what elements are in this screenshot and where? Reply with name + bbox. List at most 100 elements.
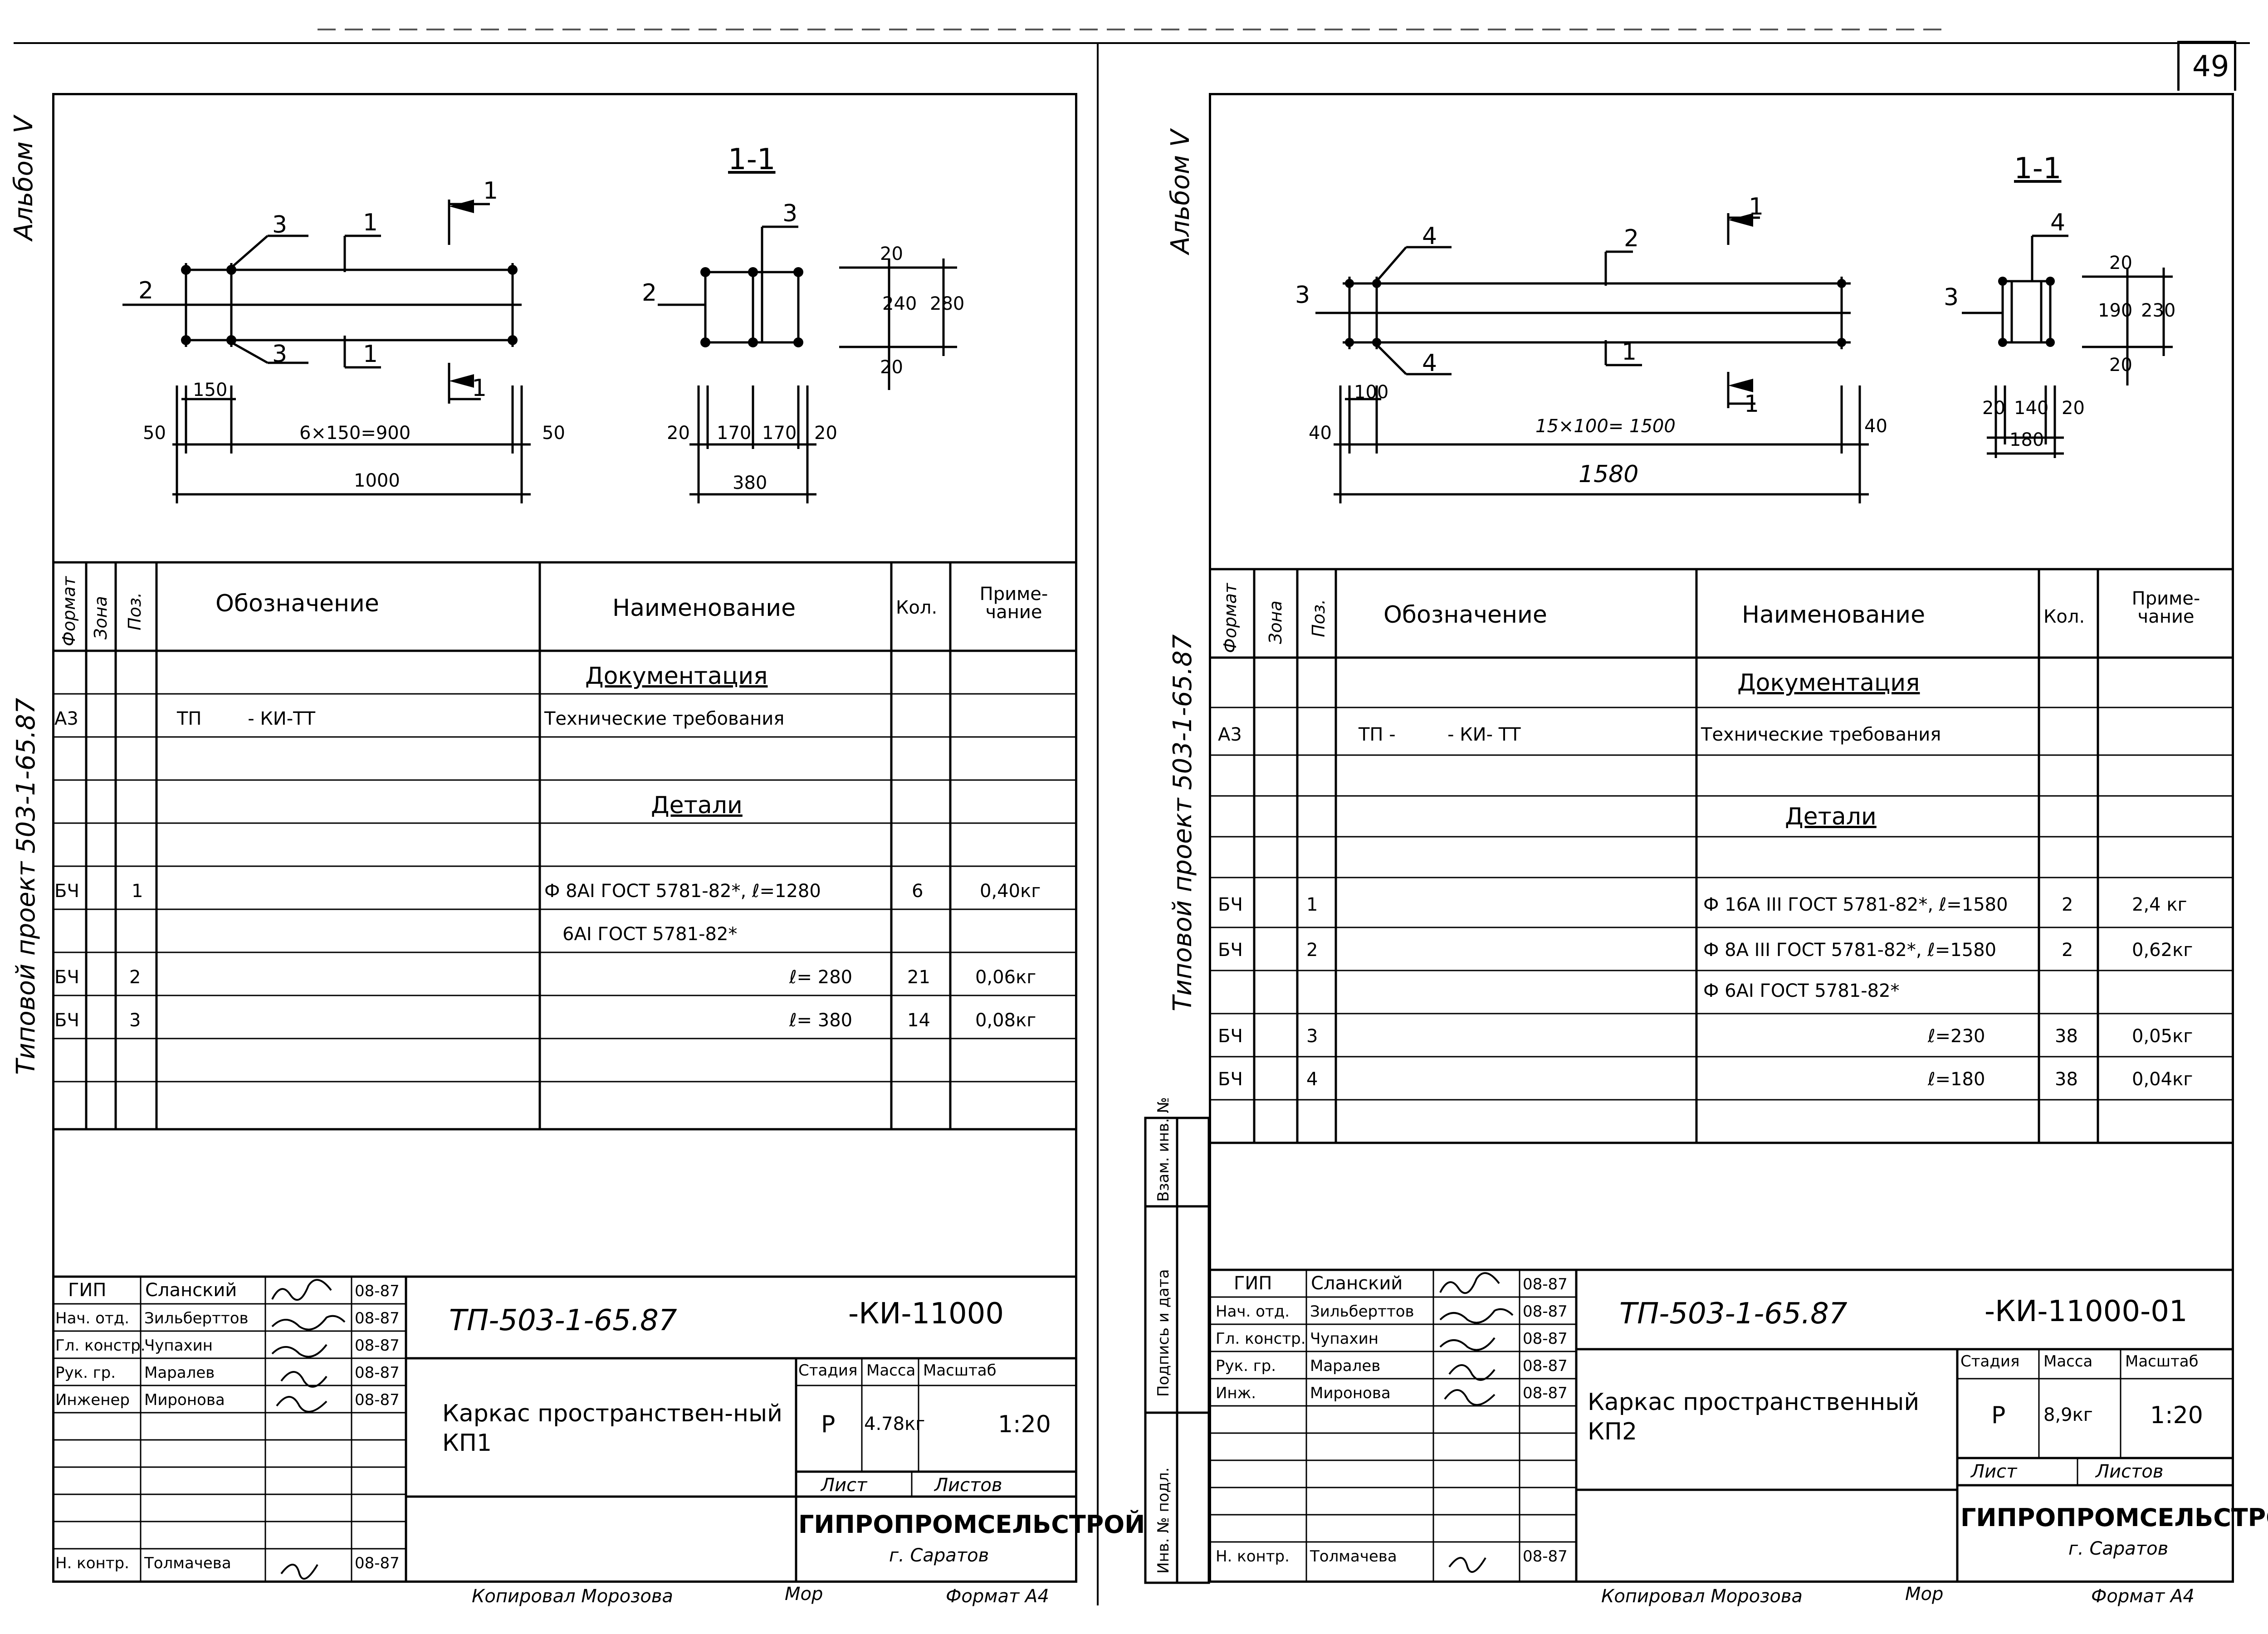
right-sec-dim-20a: 20 (2109, 253, 2132, 273)
right-sec-dim-b20b: 20 (2062, 398, 2085, 419)
left-row0-name: Документация (585, 663, 768, 690)
right-footer-copied: Копировал Морозова (1601, 1586, 1803, 1607)
left-section-pos3: 3 (782, 200, 798, 227)
left-stamp-date-2: 08-87 (355, 1336, 400, 1355)
left-stamp-date-8: 08-87 (355, 1554, 400, 1572)
left-sec-dim-b20a: 20 (667, 423, 690, 444)
right-stamp-mass: 8,9кг (2043, 1405, 2093, 1425)
left-stamp-city: г. Саратов (889, 1545, 989, 1566)
right-row4-note: 2,4 кг (2132, 894, 2187, 915)
left-stamp-mass-h: Масса (866, 1361, 916, 1380)
left-spec-header-qty: Кол. (896, 597, 938, 618)
right-spec-header-name: Наименование (1742, 601, 1926, 629)
top-cut-line (14, 29, 2250, 1605)
left-dim-50b: 50 (542, 423, 565, 444)
right-stamp-name-1: Зильберттов (1310, 1302, 1414, 1321)
left-dim-50a: 50 (143, 423, 166, 444)
left-section-pos2: 2 (642, 279, 657, 307)
right-stamp-stage: Р (1991, 1402, 2006, 1429)
right-spec-header-note: Приме-чание (2131, 588, 2200, 627)
right-sec-dim-b20a: 20 (1982, 398, 2005, 419)
left-stamp-date-1: 08-87 (355, 1309, 400, 1327)
right-row7-pos: 3 (1306, 1026, 1318, 1047)
right-plan-pos4a: 4 (1422, 223, 1437, 250)
right-stamp-name-3: Маралев (1310, 1357, 1381, 1375)
right-stamp-date-8: 08-87 (1523, 1547, 1568, 1566)
right-side-stamp (1144, 1117, 1210, 1584)
left-row4-format: БЧ (54, 881, 79, 902)
left-plan-drawing (122, 200, 531, 503)
right-cut-mark-b: 1 (1744, 390, 1760, 418)
right-stamp-date-4: 08-87 (1523, 1384, 1568, 1402)
right-stamp-name-0: Сланский (1311, 1273, 1403, 1294)
left-sec-dim-b380: 380 (733, 473, 767, 493)
right-stamp-doc-suffix: -КИ-11000-01 (1984, 1295, 2188, 1328)
left-spec-grid (52, 561, 1077, 1131)
right-plan-drawing (1315, 213, 1869, 503)
left-stamp-title: Каркас пространствен-ный КП1 (442, 1400, 782, 1457)
right-stamp-scale: 1:20 (2150, 1402, 2203, 1429)
left-sec-dim-b20b: 20 (814, 423, 837, 444)
right-row7-qty: 38 (2055, 1026, 2078, 1047)
left-stamp-grid (52, 1275, 1077, 1583)
right-row1-format: А3 (1218, 724, 1242, 745)
left-footer-copied: Копировал Морозова (472, 1586, 673, 1607)
left-stamp-role-4: Инженер (55, 1391, 130, 1409)
page-number: 49 (2192, 50, 2229, 83)
left-spec-header-note: Приме-чание (979, 584, 1048, 623)
left-sec-dim-b170b: 170 (762, 423, 797, 444)
right-stamp-role-4: Инж. (1216, 1384, 1256, 1402)
right-stamp-grid (1209, 1268, 2234, 1583)
left-plan-pos1b: 1 (363, 341, 378, 368)
left-row4-pos: 1 (132, 881, 143, 902)
left-dim-150: 150 (193, 380, 228, 400)
left-stamp-scale-h: Масштаб (923, 1361, 997, 1380)
left-cut-mark-b: 1 (472, 375, 487, 402)
right-sheet (1209, 93, 2234, 1583)
left-stamp-name-1: Зильберттов (144, 1309, 249, 1327)
right-stamp-title: Каркас пространственный КП2 (1588, 1389, 1920, 1445)
right-stamp-sheets-h: Листов (2096, 1461, 2164, 1482)
left-sheet (52, 93, 1077, 1583)
right-dim-40a: 40 (1309, 423, 1332, 444)
left-stamp-date-0: 08-87 (355, 1282, 400, 1300)
left-stamp-role-8: Н. контр. (55, 1554, 129, 1572)
right-stamp-sheet-h: Лист (1971, 1461, 2017, 1482)
right-row5-format: БЧ (1218, 940, 1243, 961)
right-plan-pos2: 2 (1624, 225, 1639, 252)
left-row1-designation: ТП - КИ-ТТ (177, 708, 315, 729)
right-stamp-org: ГИПРОПРОМСЕЛЬСТРОЙ (1960, 1503, 2268, 1532)
left-stamp-stage: Р (821, 1411, 836, 1438)
right-row2-name: Детали (1785, 803, 1877, 830)
left-sec-dim-20b: 20 (880, 357, 903, 378)
left-row6-format: БЧ (54, 967, 79, 988)
right-row4-qty: 2 (2062, 894, 2073, 915)
right-stamp-role-2: Гл. констр. (1216, 1330, 1306, 1348)
right-row1-designation: ТП - - КИ- ТТ (1359, 724, 1521, 745)
right-stamp-role-8: Н. контр. (1216, 1547, 1290, 1566)
right-dim-1580: 1580 (1579, 461, 1639, 488)
right-stamp-role-3: Рук. гр. (1216, 1357, 1276, 1375)
right-footer-sign: Мор (1905, 1584, 1944, 1605)
left-row7-qty: 14 (907, 1010, 930, 1031)
left-stamp-signatures (271, 1279, 346, 1580)
left-stamp-role-1: Нач. отд. (55, 1309, 130, 1327)
right-sec-dim-b180: 180 (2009, 429, 2044, 450)
right-stamp-city: г. Саратов (2068, 1538, 2169, 1559)
right-row8-qty: 38 (2055, 1069, 2078, 1090)
right-stamp-doc-code: ТП-503-1-65.87 (1619, 1297, 1848, 1331)
right-row4-name: Ф 16А III ГОСТ 5781-82*, ℓ=1580 (1703, 894, 2008, 915)
right-stamp-role-0: ГИП (1234, 1273, 1272, 1294)
left-stamp-org: ГИПРОПРОМСЕЛЬСТРОЙ (798, 1510, 1145, 1539)
left-row4-qty: 6 (912, 881, 924, 902)
left-plan-pos3b: 3 (272, 341, 288, 368)
right-row5-qty: 2 (2062, 940, 2073, 961)
left-row6-qty: 21 (907, 967, 930, 988)
right-row7-format: БЧ (1218, 1026, 1243, 1047)
left-dim-6x150: 6×150=900 (299, 423, 411, 444)
right-stamp-name-8: Толмачева (1310, 1547, 1397, 1566)
left-cut-mark-a: 1 (483, 177, 499, 205)
left-footer-format: Формат А4 (946, 1586, 1049, 1607)
right-dim-100: 100 (1354, 382, 1389, 403)
left-plan-pos3a: 3 (272, 211, 288, 239)
